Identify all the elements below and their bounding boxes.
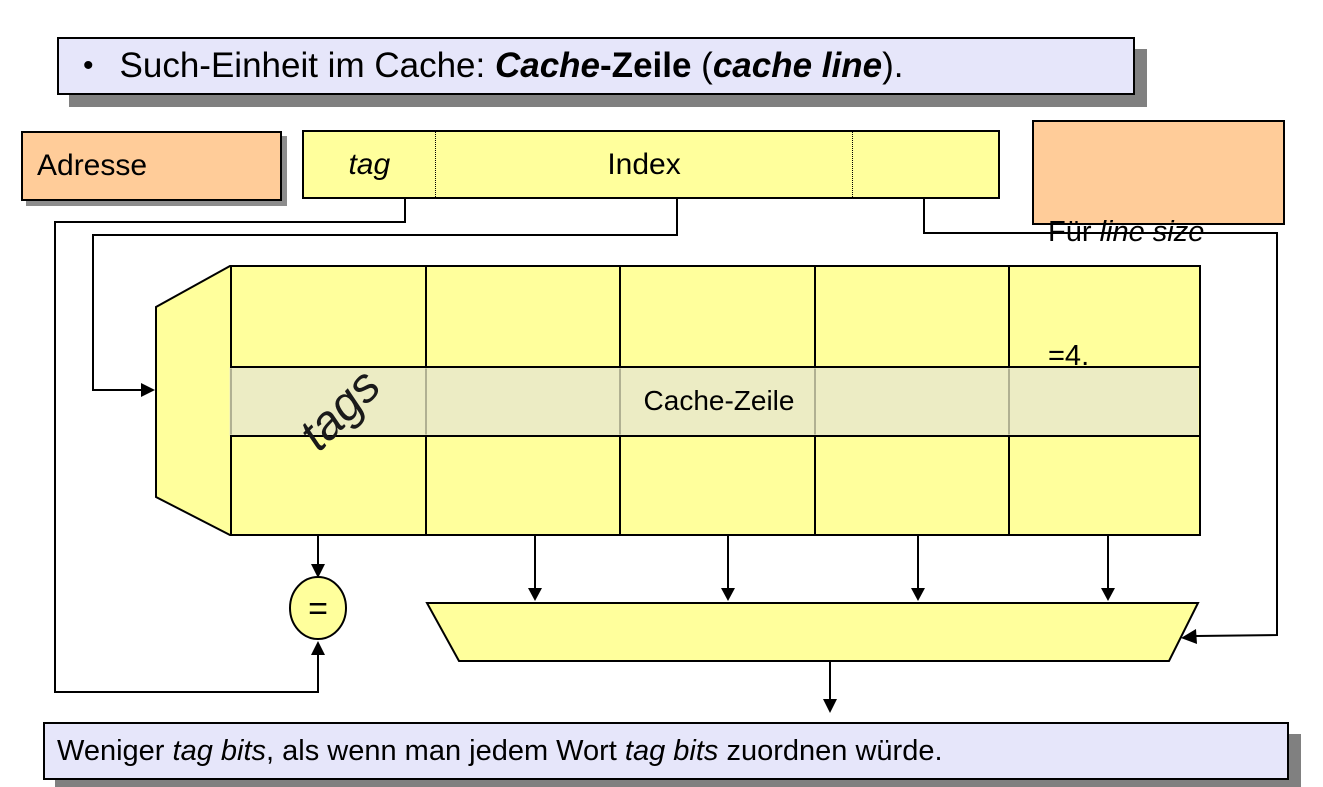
index-field-label: Index (607, 147, 681, 181)
title-text-regular: Such-Einheit im Cache: (119, 46, 495, 85)
offset-select-line (923, 199, 1278, 637)
title-text-cache: Cache (494, 46, 601, 85)
address-label: Adresse (37, 149, 148, 182)
note-text-linesize: line size (1099, 216, 1205, 249)
address-field-index: Index (436, 132, 854, 197)
title-text-paren-close: ). (882, 46, 904, 85)
index-select-line (92, 199, 678, 391)
footer-text-3: zuordnen würde. (718, 734, 943, 767)
footer-box: Weniger tag bits, als wenn man jedem Wor… (43, 722, 1289, 780)
equals-circle (289, 576, 347, 640)
address-bar: tag Index (302, 130, 1000, 199)
tags-output-arrowhead (311, 564, 325, 578)
cache-table (155, 265, 1201, 536)
tag-compare-line (54, 199, 406, 693)
address-field-offset (853, 132, 998, 197)
mux-input-arrowhead (911, 588, 925, 601)
title-text-zeile: -Zeile (600, 46, 692, 85)
line-size-note-line2: =4. (1048, 336, 1283, 377)
footer-text-tagbits-1: tag bits (172, 734, 267, 767)
line-size-note-line1: Für line size (1048, 212, 1283, 253)
tag-field-label: tag (348, 147, 391, 181)
mux-input-arrowhead (721, 588, 735, 601)
footer-text-tagbits-2: tag bits (624, 734, 719, 767)
mux-input-arrowhead (528, 588, 542, 601)
connectors (54, 199, 1278, 713)
note-text-fuer: Für (1048, 216, 1100, 249)
equals-comparator: = (289, 576, 347, 640)
offset-select-arrowhead (1181, 629, 1197, 644)
mux-output-arrowhead (823, 699, 837, 713)
equals-symbol: = (308, 590, 328, 628)
footer-text-1: Weniger (57, 734, 173, 767)
title-box: • Such-Einheit im Cache: Cache-Zeile (cac… (57, 37, 1135, 95)
index-select-arrowhead (141, 383, 155, 397)
mux-input-arrowhead (1101, 588, 1115, 601)
tag-compare-arrowhead (311, 641, 325, 655)
title-text-paren-open: ( (691, 46, 713, 85)
note-text-eq4: =4. (1048, 339, 1090, 372)
line-size-note-box: Für line size =4. (1032, 120, 1285, 372)
address-label-box: Adresse (21, 131, 282, 201)
cache-line-row-highlight (229, 367, 1199, 436)
address-field-tag: tag (304, 132, 436, 197)
title-text-cacheline: cache line (712, 46, 883, 85)
bullet-icon: • (83, 49, 94, 82)
cache-line-row-label: Cache-Zeile (643, 385, 795, 416)
footer-text-2: , als wenn man jedem Wort (266, 734, 625, 767)
word-mux (425, 602, 1200, 662)
